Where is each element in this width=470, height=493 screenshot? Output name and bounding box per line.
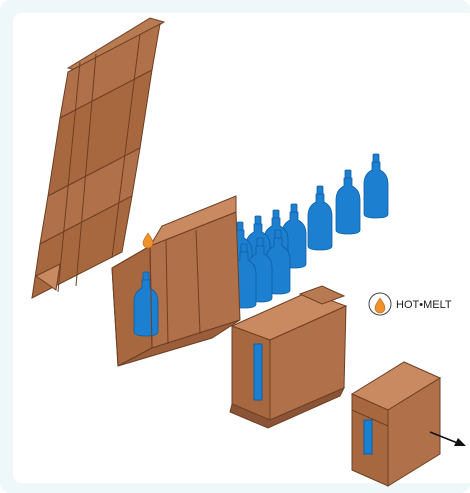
finished-box xyxy=(352,362,440,486)
box-bottle-window xyxy=(254,344,262,400)
wrap-around-box-open xyxy=(112,196,240,366)
finished-box-window xyxy=(364,420,372,454)
bottle-2 xyxy=(336,170,360,234)
bottle-3 xyxy=(308,186,332,250)
hot-melt-label: HOT•MELT xyxy=(396,299,452,311)
bottle-infeed xyxy=(228,154,388,308)
bottle-1 xyxy=(364,154,388,218)
hot-melt-legend: HOT•MELT xyxy=(369,293,452,315)
